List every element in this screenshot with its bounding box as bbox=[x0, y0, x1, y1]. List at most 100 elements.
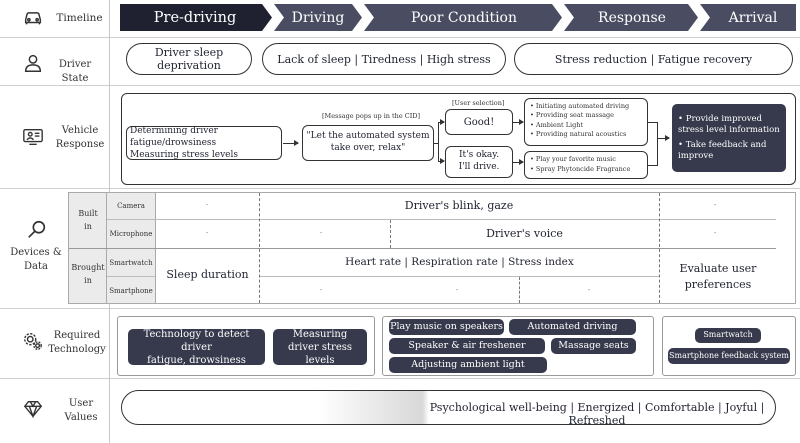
tech-smartwatch: Smartwatch bbox=[695, 328, 761, 343]
row-divider bbox=[0, 308, 800, 309]
determine-text: Determining driver fatigue/drowsiness Me… bbox=[130, 125, 238, 161]
vitals-text: Heart rate | Respiration rate | Stress i… bbox=[345, 256, 574, 268]
table-row-divider bbox=[107, 276, 155, 277]
camera-label: Camera bbox=[117, 202, 145, 210]
vehicle-response-frame bbox=[121, 93, 796, 185]
magnifier-icon bbox=[26, 219, 48, 241]
tech-ambient-light: Adjusting ambient light bbox=[389, 357, 547, 373]
row-label-driver-state: Driver State bbox=[58, 59, 92, 84]
phase-arrival: Arrival bbox=[728, 9, 778, 26]
okay-actions-box: • Play your favorite music • Spray Phyto… bbox=[524, 151, 648, 179]
chevron-driving bbox=[274, 4, 362, 31]
row-divider bbox=[0, 85, 800, 86]
chevron-pre-driving bbox=[120, 4, 272, 31]
phase-poor-condition: Poor Condition bbox=[411, 9, 517, 26]
arrow-to-good bbox=[438, 119, 445, 125]
chevron-arrival bbox=[700, 4, 796, 31]
empty-cell: - bbox=[320, 286, 323, 294]
tech-frame-arrival bbox=[662, 316, 796, 376]
action-item: • Providing seat massage bbox=[530, 111, 615, 120]
final-item: • Provide improved stress level informat… bbox=[678, 114, 780, 136]
user-values-pill bbox=[121, 390, 776, 425]
microphone-label: Microphone bbox=[109, 230, 153, 238]
merge-line-top bbox=[648, 122, 658, 123]
action-item: • Providing natural acoustics bbox=[530, 130, 627, 139]
phase-divider bbox=[259, 193, 260, 303]
okay-box: It's okay. I'll drive. bbox=[445, 146, 513, 178]
row-label-timeline: Timeline bbox=[56, 12, 103, 24]
row-divider bbox=[0, 378, 800, 379]
action-item: • Ambient Light bbox=[530, 120, 584, 129]
phase-divider bbox=[390, 220, 391, 248]
cid-branch-line bbox=[434, 143, 439, 144]
arrow-good-actions bbox=[513, 119, 524, 125]
sleep-duration-text: Sleep duration bbox=[166, 268, 249, 281]
cid-label: [Message pops up in the CID] bbox=[322, 112, 421, 120]
final-response-box: • Provide improved stress level informat… bbox=[672, 104, 786, 172]
cid-message: "Let the automated system take over, rel… bbox=[306, 131, 430, 153]
determine-box: Determining driver fatigue/drowsiness Me… bbox=[126, 126, 282, 160]
smartwatch-label: Smartwatch bbox=[109, 259, 153, 267]
action-item: • Spray Phytoncide Fragrance bbox=[530, 164, 631, 173]
gears-icon bbox=[22, 330, 44, 352]
empty-cell: - bbox=[714, 201, 717, 209]
built-in-label: Built in bbox=[78, 209, 98, 231]
phase-driving: Driving bbox=[291, 9, 345, 26]
driver-state-driving: Lack of sleep | Tiredness | High stress bbox=[262, 43, 506, 75]
table-row-divider bbox=[259, 276, 659, 277]
tech-detect-fatigue: Technology to detect driver fatigue, dro… bbox=[128, 329, 265, 366]
good-box: Good! bbox=[445, 109, 513, 135]
arrow-to-okay bbox=[438, 158, 445, 164]
user-values-text: Psychological well-being | Energized | C… bbox=[429, 401, 765, 427]
chevron-response bbox=[564, 4, 698, 31]
tech-measure-stress: Measuring driver stress levels bbox=[273, 329, 367, 366]
smartphone-label: Smartphone bbox=[109, 287, 153, 295]
timeline-chevrons bbox=[120, 4, 796, 31]
tech-massage-seats: Massage seats bbox=[551, 338, 636, 354]
tech-frame-detect bbox=[117, 316, 375, 376]
merge-line-bottom bbox=[648, 165, 658, 166]
action-item: • Initiating automated driving bbox=[530, 102, 630, 110]
car-icon bbox=[22, 6, 44, 28]
merge-line-vertical bbox=[657, 122, 658, 166]
driver-state-pre: Driver sleep deprivation bbox=[126, 43, 252, 75]
cid-message-box: "Let the automated system take over, rel… bbox=[302, 125, 434, 161]
table-row-divider bbox=[107, 219, 776, 220]
tech-speaker-air: Speaker & air freshener bbox=[389, 338, 545, 354]
phase-pre-driving: Pre-driving bbox=[153, 9, 237, 26]
phase-response: Response bbox=[598, 9, 666, 26]
tech-frame-response bbox=[382, 316, 654, 376]
arrow-okay-actions bbox=[513, 159, 524, 165]
empty-cell: - bbox=[714, 229, 717, 237]
chevron-poor-condition bbox=[364, 4, 562, 31]
final-item: • Take feedback and improve bbox=[678, 139, 767, 161]
tech-automated-driving: Automated driving bbox=[509, 319, 636, 335]
user-selection-label: [User selection] bbox=[452, 99, 505, 107]
cid-branch-vertical bbox=[438, 122, 439, 162]
person-icon bbox=[22, 52, 44, 74]
evaluate-preferences-text: Evaluate user preferences bbox=[679, 262, 757, 291]
empty-cell: - bbox=[206, 229, 209, 237]
empty-cell: - bbox=[456, 286, 459, 294]
arrow-to-cid bbox=[283, 140, 299, 146]
phase-divider bbox=[519, 277, 520, 303]
action-item: • Play your favorite music bbox=[530, 155, 616, 163]
table-row-divider bbox=[69, 248, 776, 249]
diamond-icon bbox=[22, 398, 44, 420]
good-actions-box: • Initiating automated driving • Providi… bbox=[524, 98, 648, 146]
good-text: Good! bbox=[463, 116, 495, 128]
row-divider bbox=[0, 188, 800, 189]
row-label-required-technology: Required Technology bbox=[48, 330, 106, 355]
okay-text: It's okay. I'll drive. bbox=[458, 150, 500, 172]
brought-in-label: Brought in bbox=[71, 263, 105, 285]
row-label-devices-data: Devices & Data bbox=[10, 247, 62, 272]
empty-cell: - bbox=[320, 229, 323, 237]
driver-state-response: Stress reduction | Fatigue recovery bbox=[514, 43, 793, 75]
tech-smartphone-feedback: Smartphone feedback system bbox=[668, 348, 790, 364]
arrow-to-final bbox=[657, 135, 670, 141]
monitor-person-icon bbox=[22, 126, 44, 148]
phase-divider bbox=[659, 193, 660, 303]
empty-cell: - bbox=[206, 201, 209, 209]
row-label-user-values: User Values bbox=[64, 398, 98, 423]
voice-text: Driver's voice bbox=[486, 227, 563, 240]
